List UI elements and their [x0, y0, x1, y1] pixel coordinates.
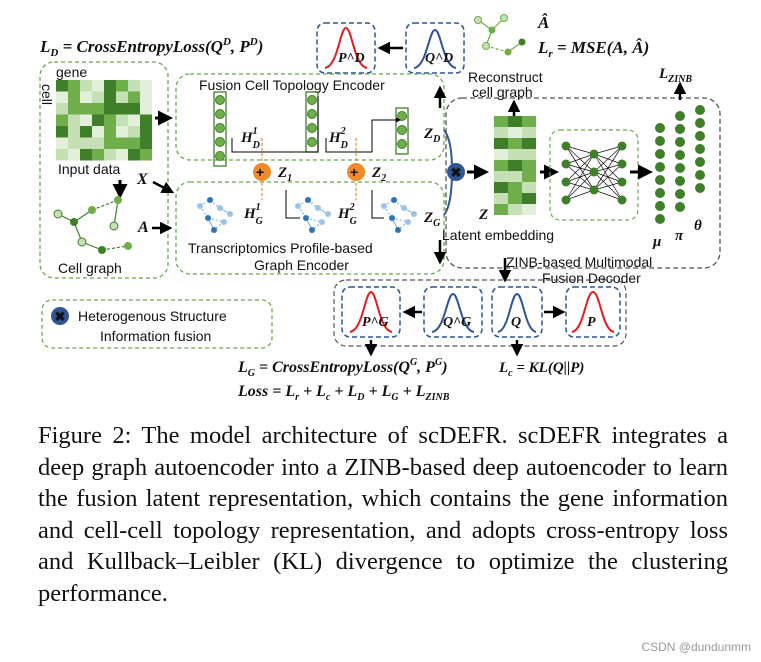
- reconstruct-label-2: cell graph: [472, 84, 533, 100]
- pi-label: π: [675, 228, 684, 244]
- input-panel: [39, 61, 169, 279]
- lc-loss-formula: Lc = KL(Q||P): [498, 360, 584, 379]
- pd-label: P^D: [338, 51, 365, 66]
- cell-label: cell: [39, 84, 55, 105]
- fusion-node-2: [347, 163, 365, 181]
- p-distribution-box: P: [565, 286, 621, 338]
- cell-graph-label: Cell graph: [58, 260, 122, 276]
- legend-label-2: Information fusion: [100, 328, 211, 344]
- fusion-encoder-title: Fusion Cell Topology Encoder: [199, 77, 385, 93]
- qg-label: Q^G: [443, 315, 471, 330]
- svg-text:+: +: [350, 164, 358, 180]
- p-label: P: [587, 315, 596, 330]
- x-label: X: [136, 171, 148, 188]
- total-loss-formula: Loss = Lr + Lc + LD + LG + LZINB: [237, 383, 450, 403]
- graph-encoder-panel: [175, 181, 445, 275]
- watermark: CSDN @dundunmm: [641, 640, 751, 654]
- input-data-label: Input data: [58, 161, 120, 177]
- graph-encoder-title-1: Transcriptomics Profile-based: [188, 240, 373, 256]
- zd-label: ZD: [423, 126, 440, 145]
- legend: ✖ Heterogenous Structure Information fus…: [41, 299, 273, 349]
- latent-embedding-label: Latent embedding: [442, 227, 554, 243]
- svg-text:✖: ✖: [451, 165, 462, 180]
- neural-network-icon: [561, 141, 627, 205]
- heterogeneous-fusion-node: [447, 163, 465, 181]
- svg-text:✖: ✖: [55, 309, 66, 324]
- ld-loss-formula: LD = CrossEntropyLoss(QD, PD): [39, 36, 263, 59]
- lzinb-label: LZINB: [658, 66, 692, 85]
- bottom-panel: [333, 279, 627, 347]
- z1-label: Z1: [277, 165, 292, 184]
- legend-label-1: Heterogenous Structure: [78, 308, 227, 324]
- fusion-encoder-panel: [175, 73, 445, 161]
- qd-label: Q^D: [425, 51, 453, 66]
- theta-label: θ: [694, 218, 702, 234]
- a-label: A: [137, 219, 149, 236]
- z-label: Z: [478, 207, 488, 223]
- latent-embedding-column: [494, 116, 536, 215]
- cell-graph-icon: [53, 196, 132, 254]
- q-distribution-box: Q: [491, 286, 543, 338]
- svg-text:+: +: [256, 164, 264, 180]
- decoder-title-1: ZINB-based Multimodal: [506, 254, 652, 270]
- pg-label: P^G: [362, 315, 389, 330]
- mu-label: μ: [652, 234, 661, 250]
- reconstructed-graph-icon: [474, 14, 526, 56]
- a-hat-label: Â: [537, 13, 549, 32]
- graph-encoder-title-2: Graph Encoder: [254, 257, 349, 273]
- pd-distribution-box: P^D: [316, 22, 376, 74]
- architecture-diagram: LD = CrossEntropyLoss(QD, PD) P^D Q^D Â …: [39, 13, 721, 403]
- zinb-output-columns: [655, 105, 705, 224]
- decoder-network-box: [549, 129, 639, 221]
- gene-label: gene: [56, 64, 87, 80]
- decoder-panel: [445, 97, 721, 269]
- lr-loss-formula: Lr = MSE(A, Â): [537, 38, 649, 60]
- zg-label: ZG: [423, 210, 441, 229]
- input-data-heatmap: [56, 80, 152, 161]
- z2-label: Z2: [371, 165, 386, 184]
- lg-loss-formula: LG = CrossEntropyLoss(QG, PG): [237, 357, 448, 379]
- fusion-node-1: [253, 163, 271, 181]
- graph-encoder-graphs: [197, 197, 417, 233]
- qd-distribution-box: Q^D: [405, 22, 465, 74]
- q-label: Q: [511, 315, 521, 330]
- qg-distribution-box: Q^G: [423, 286, 483, 338]
- encoder-layer-stacks: [213, 91, 409, 167]
- reconstruct-label-1: Reconstruct: [468, 69, 543, 85]
- figure-caption: Figure 2: The model architecture of scDE…: [38, 422, 728, 607]
- pg-distribution-box: P^G: [341, 286, 401, 338]
- decoder-title-2: Fusion Decoder: [542, 270, 641, 286]
